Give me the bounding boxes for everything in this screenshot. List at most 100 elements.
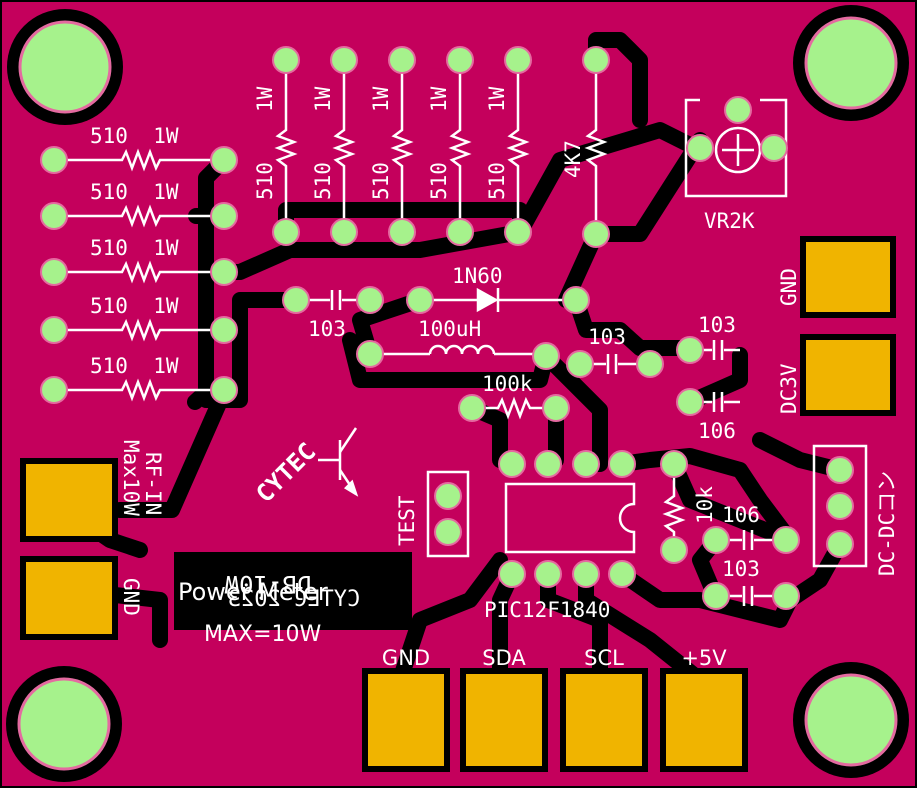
- pad-dc3v[interactable]: [800, 334, 896, 416]
- title-backplate: [174, 552, 412, 630]
- pad-th[interactable]: [498, 560, 526, 588]
- pad-th[interactable]: [434, 482, 462, 510]
- pad-th[interactable]: [40, 258, 68, 286]
- pad-th[interactable]: [566, 350, 594, 378]
- mounting-hole-br: [793, 662, 909, 778]
- pad-th[interactable]: [356, 286, 384, 314]
- vres-power-4: 1W: [427, 86, 451, 112]
- dcdc-label: DC-DCコン: [875, 471, 899, 576]
- pad-th[interactable]: [388, 46, 416, 74]
- pad-header-5v[interactable]: [660, 668, 748, 772]
- test-header-outline: [426, 470, 470, 558]
- pad-header-scl[interactable]: [560, 668, 648, 772]
- header-label-5v: +5V: [681, 646, 727, 670]
- pad-th[interactable]: [330, 46, 358, 74]
- pad-th[interactable]: [434, 518, 462, 546]
- resistor-h-5: [64, 378, 224, 402]
- pad-th[interactable]: [210, 316, 238, 344]
- pad-th[interactable]: [40, 316, 68, 344]
- pad-header-sda[interactable]: [460, 668, 548, 772]
- pad-th[interactable]: [210, 146, 238, 174]
- pad-th[interactable]: [534, 560, 562, 588]
- test-label: TEST: [395, 495, 419, 546]
- pad-th[interactable]: [504, 218, 532, 246]
- resistor-v-3: [390, 60, 414, 232]
- pad-th[interactable]: [388, 218, 416, 246]
- pad-th[interactable]: [772, 582, 800, 610]
- diode-label: 1N60: [452, 264, 503, 288]
- cap-106-b-label: 106: [722, 503, 760, 527]
- vres-power-2: 1W: [311, 86, 335, 112]
- resistor-100k: [472, 396, 556, 420]
- pad-th[interactable]: [608, 450, 636, 478]
- pad-th[interactable]: [660, 450, 688, 478]
- mounting-hole-bl: [6, 666, 122, 782]
- pad-th[interactable]: [446, 46, 474, 74]
- pad-th[interactable]: [826, 492, 854, 520]
- pad-th[interactable]: [572, 450, 600, 478]
- pad-th[interactable]: [724, 96, 752, 124]
- pad-th[interactable]: [660, 536, 688, 564]
- resistor-10k: [662, 464, 686, 550]
- pad-th[interactable]: [210, 258, 238, 286]
- pad-th[interactable]: [686, 134, 714, 162]
- pad-th[interactable]: [330, 218, 358, 246]
- mirrored-title: DB-10W: [224, 570, 311, 598]
- pad-th[interactable]: [582, 220, 610, 248]
- pad-th[interactable]: [772, 526, 800, 554]
- board-title: Power Meter: [178, 578, 328, 606]
- pad-header-gnd[interactable]: [362, 668, 450, 772]
- pad-rf-in[interactable]: [20, 458, 118, 542]
- mounting-hole-tl: [7, 9, 123, 125]
- ic-outline: [504, 482, 636, 554]
- pad-th[interactable]: [826, 456, 854, 484]
- pad-th[interactable]: [702, 582, 730, 610]
- pad-th[interactable]: [210, 376, 238, 404]
- resistor-h-2: [64, 204, 224, 228]
- vres-value-4: 510: [427, 162, 451, 200]
- resistor-v-1: [274, 60, 298, 232]
- pad-th[interactable]: [272, 46, 300, 74]
- pad-th[interactable]: [282, 286, 310, 314]
- resistor-v-4k7: [584, 60, 608, 234]
- pad-th[interactable]: [498, 450, 526, 478]
- pad-gnd-left[interactable]: [20, 556, 118, 640]
- pad-th[interactable]: [532, 342, 560, 370]
- pad-th[interactable]: [760, 134, 788, 162]
- pad-th[interactable]: [356, 340, 384, 368]
- pad-th[interactable]: [676, 336, 704, 364]
- pad-th[interactable]: [272, 218, 300, 246]
- pad-th[interactable]: [534, 450, 562, 478]
- resistor-v-4: [448, 60, 472, 232]
- pad-th[interactable]: [676, 388, 704, 416]
- resistor-v-5: [506, 60, 530, 232]
- pad-gnd-top[interactable]: [800, 236, 896, 318]
- pad-th[interactable]: [608, 560, 636, 588]
- pad-th[interactable]: [562, 286, 590, 314]
- pad-th[interactable]: [582, 46, 610, 74]
- r100k-label: 100k: [482, 372, 533, 396]
- pad-th[interactable]: [572, 560, 600, 588]
- pad-th[interactable]: [446, 218, 474, 246]
- pad-th[interactable]: [40, 376, 68, 404]
- res-label-5: 510 1W: [90, 354, 179, 378]
- gnd-left-label: GND: [119, 578, 143, 616]
- pad-th[interactable]: [458, 394, 486, 422]
- ic-label: PIC12F1840: [484, 598, 610, 622]
- pad-th[interactable]: [542, 394, 570, 422]
- pad-th[interactable]: [826, 530, 854, 558]
- pad-th[interactable]: [636, 350, 664, 378]
- pad-th[interactable]: [40, 202, 68, 230]
- pad-th[interactable]: [210, 202, 238, 230]
- pad-th[interactable]: [504, 46, 532, 74]
- vres-value-2: 510: [311, 162, 335, 200]
- pad-th[interactable]: [40, 146, 68, 174]
- max10w-label: Max10W: [119, 440, 143, 516]
- pad-th[interactable]: [702, 526, 730, 554]
- pad-th[interactable]: [406, 286, 434, 314]
- vres-power-5: 1W: [485, 86, 509, 112]
- vr-label: VR2K: [704, 209, 755, 233]
- gnd-top-label: GND: [777, 268, 801, 306]
- cap-103-b-label: 103: [588, 325, 626, 349]
- dcdc-header-outline: [812, 444, 868, 568]
